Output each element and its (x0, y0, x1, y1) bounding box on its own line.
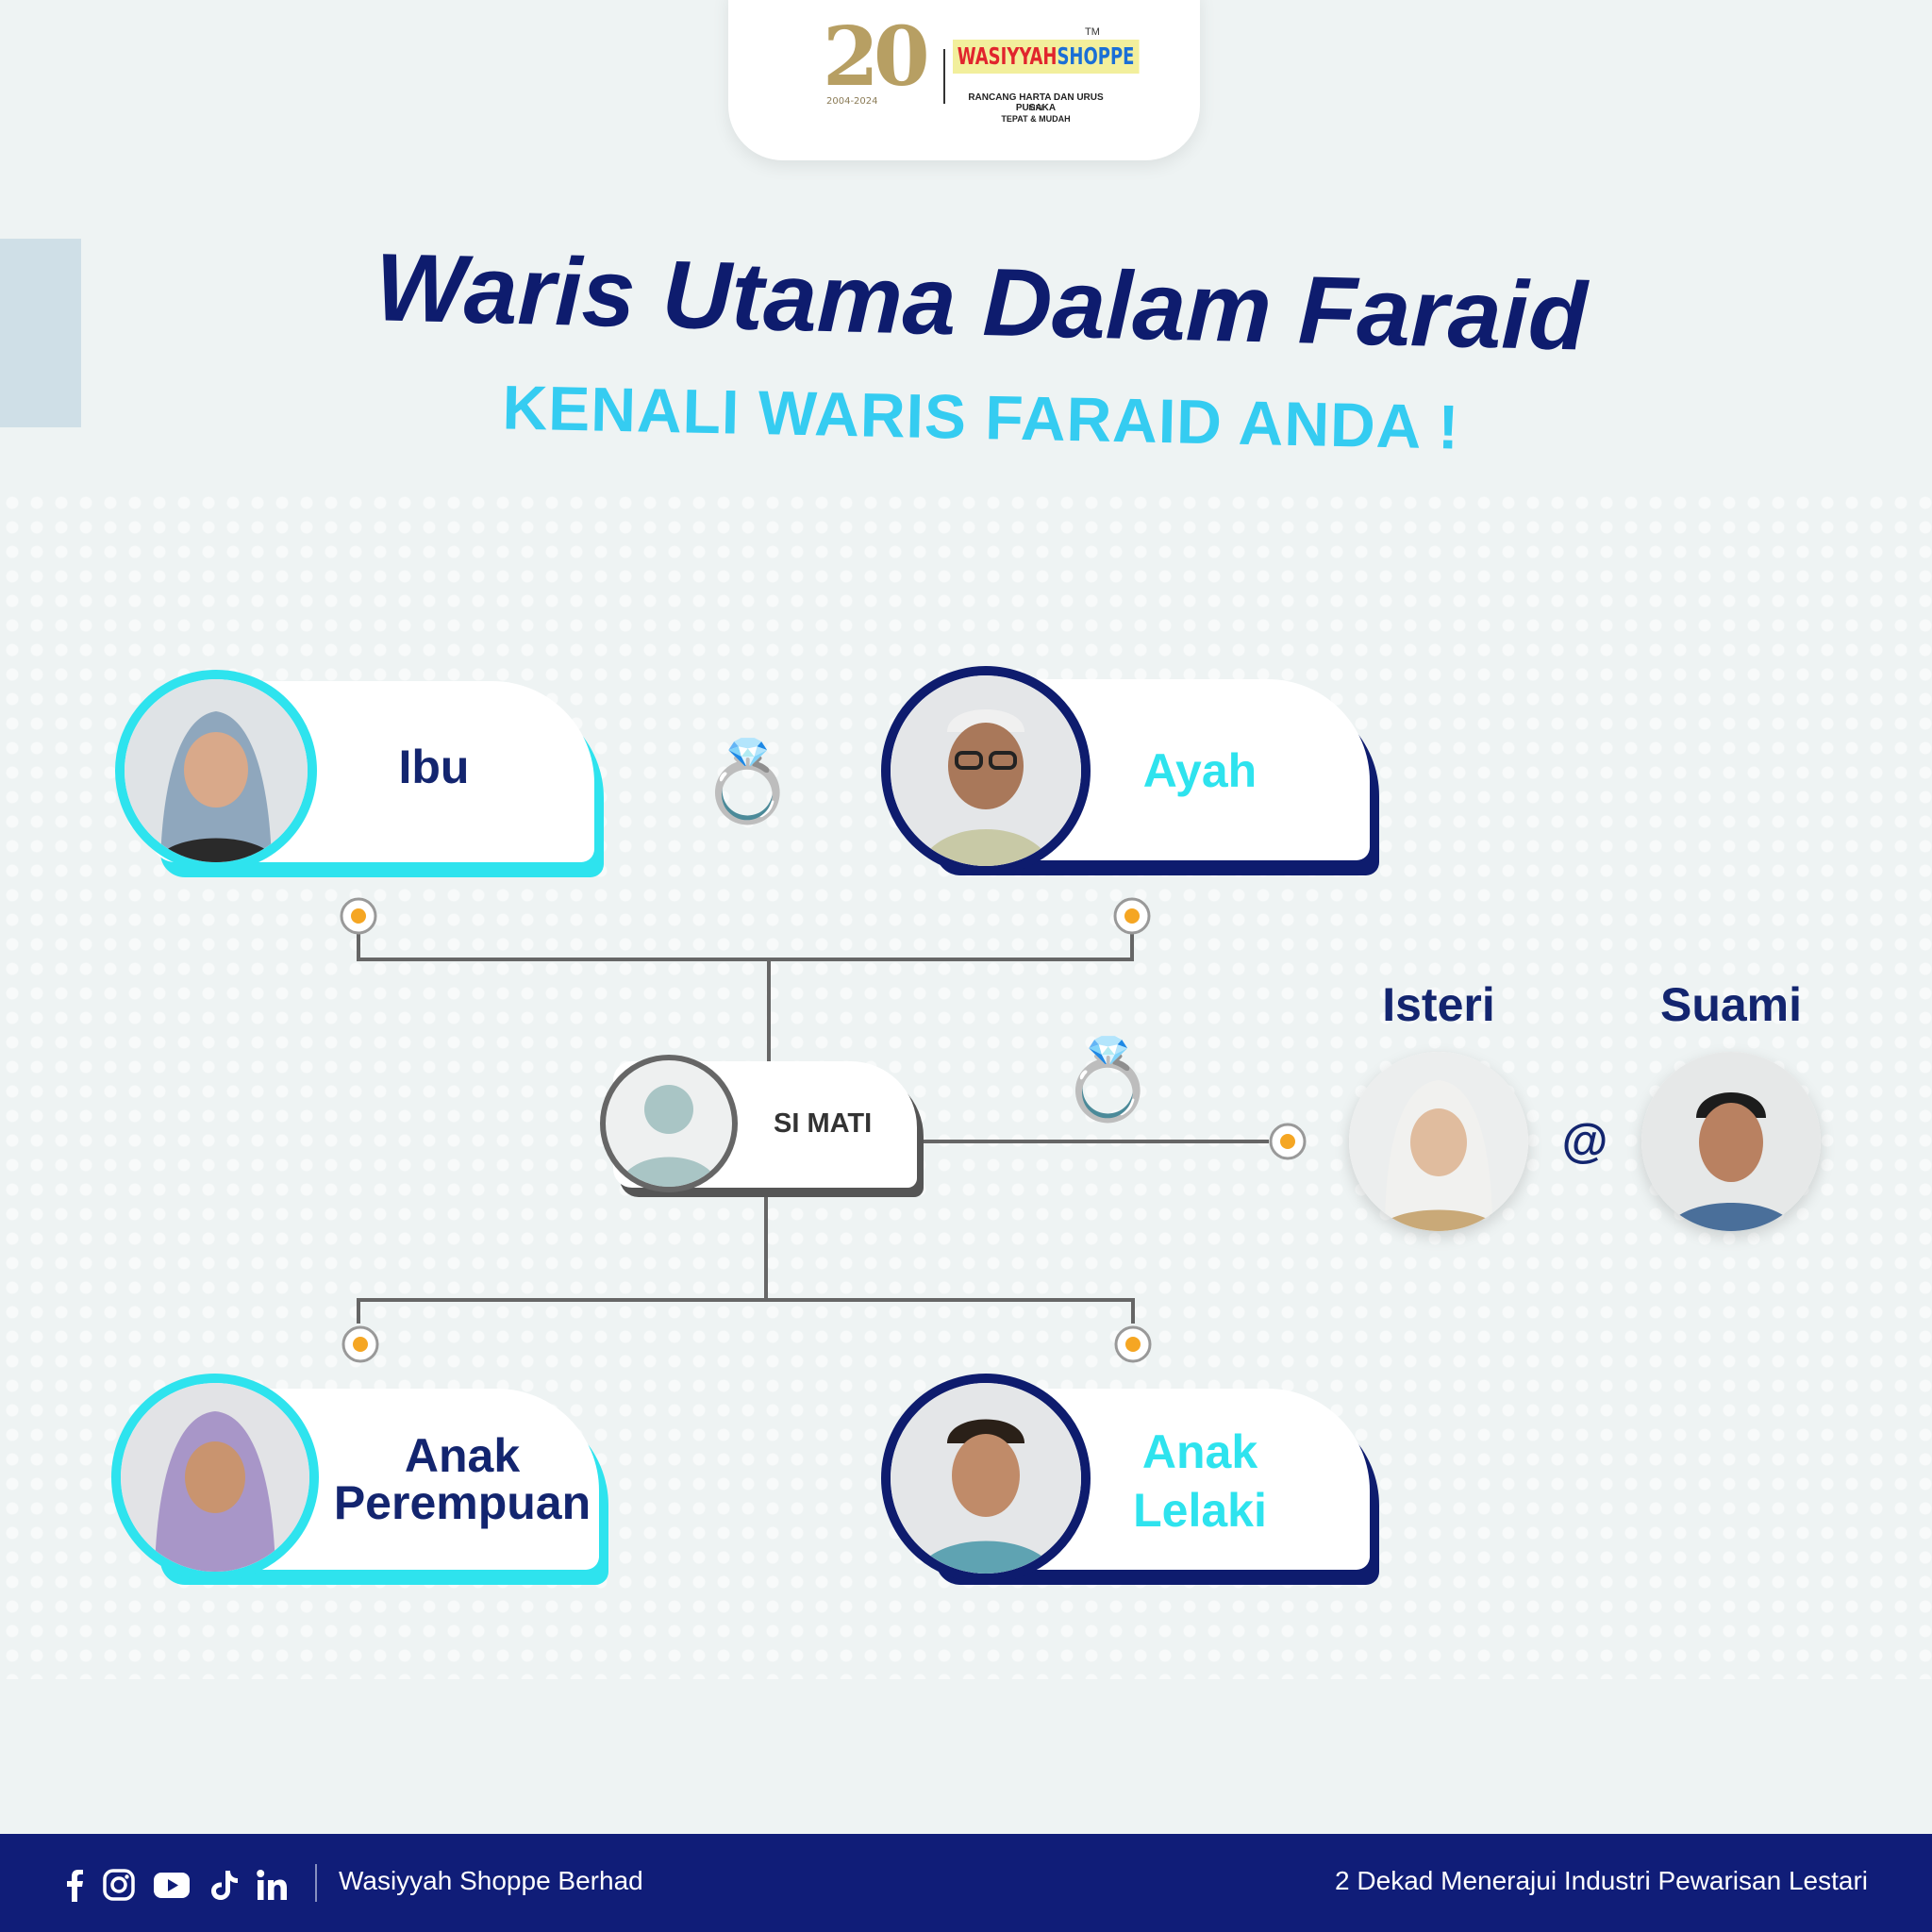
husband-label: Suami (1641, 977, 1821, 1032)
user-placeholder-icon (606, 1060, 732, 1187)
footer-bar: Wasiyyah Shoppe Berhad 2 Dekad Menerajui… (0, 1834, 1932, 1932)
node-spouse (1271, 1124, 1305, 1158)
wedding-rings-icon: 💍 (698, 741, 797, 821)
wife-label: Isteri (1349, 977, 1528, 1032)
son-portrait-icon (891, 1383, 1081, 1574)
facebook-icon[interactable] (58, 1868, 92, 1902)
father-avatar (881, 666, 1091, 875)
or-symbol: @ (1557, 1113, 1613, 1168)
father-label: Ayah (1058, 743, 1341, 798)
footer-company-name: Wasiyyah Shoppe Berhad (339, 1866, 643, 1896)
mother-avatar (115, 670, 317, 872)
son-label-line1: Anak (1058, 1424, 1341, 1479)
node-daughter (343, 1327, 377, 1361)
tiktok-icon[interactable] (208, 1868, 242, 1902)
children-connector (358, 1300, 1133, 1324)
node-son (1116, 1327, 1150, 1361)
node-mother (341, 899, 375, 933)
husband-portrait-icon (1641, 1052, 1821, 1231)
son-avatar (881, 1374, 1091, 1583)
son-label-line2: Lelaki (1058, 1483, 1341, 1538)
footer-divider (315, 1864, 317, 1902)
daughter-label-line2: Perempuan (321, 1475, 604, 1530)
mother-portrait-icon (125, 679, 308, 862)
father-portrait-icon (891, 675, 1081, 866)
parents-connector (358, 934, 1132, 959)
linkedin-icon[interactable] (255, 1868, 289, 1902)
instagram-icon[interactable] (102, 1868, 136, 1902)
footer-tagline: 2 Dekad Menerajui Industri Pewarisan Les… (1335, 1866, 1868, 1896)
daughter-avatar (111, 1374, 319, 1581)
mother-label: Ibu (292, 740, 575, 794)
wife-avatar (1349, 1052, 1528, 1231)
node-father (1115, 899, 1149, 933)
husband-avatar (1641, 1052, 1821, 1231)
wife-portrait-icon (1349, 1052, 1528, 1231)
daughter-portrait-icon (121, 1383, 309, 1572)
wedding-rings-icon: 💍 (1058, 1040, 1158, 1119)
youtube-icon[interactable] (153, 1868, 191, 1902)
deceased-label: SI MATI (774, 1108, 872, 1140)
deceased-avatar (600, 1055, 738, 1192)
